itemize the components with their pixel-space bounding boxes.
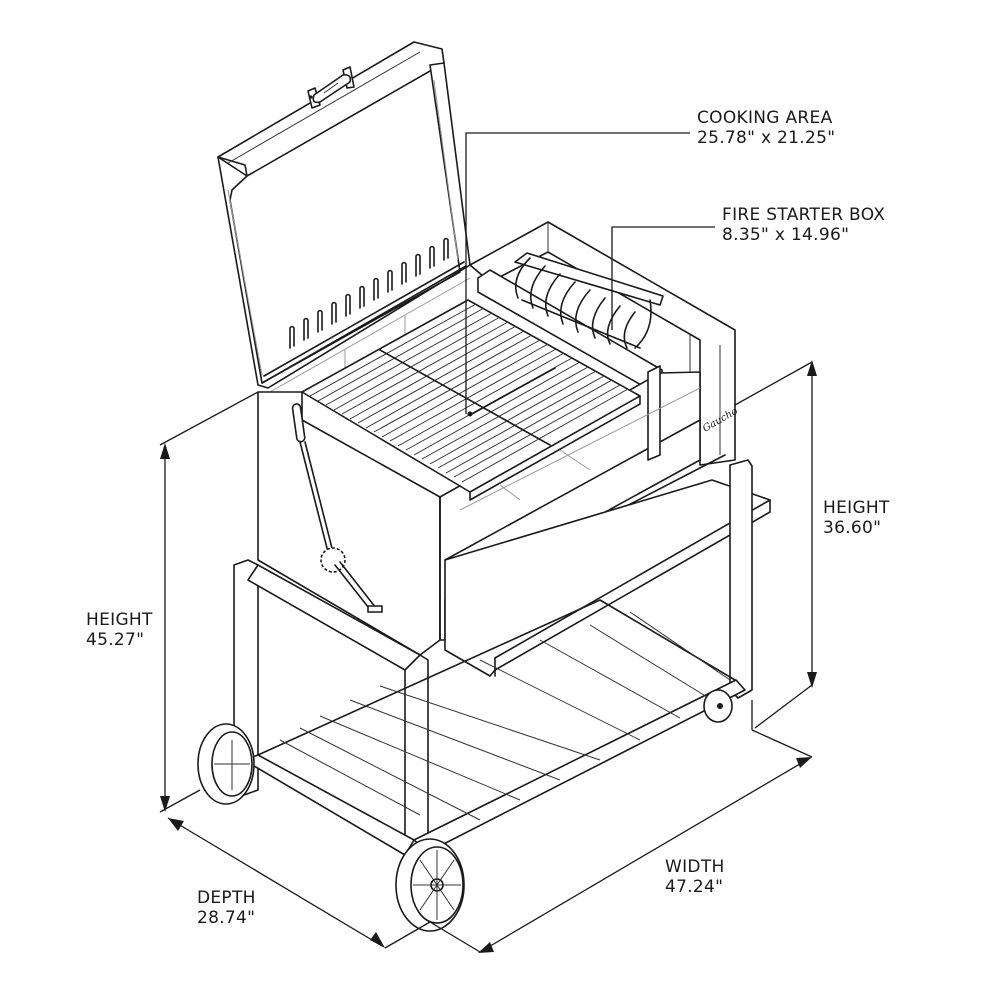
- height-total-callout: HEIGHT 45.27": [86, 610, 153, 650]
- dimension-lines: [159, 132, 817, 953]
- fire-starter-box-value: 8.35" x 14.96": [722, 225, 850, 245]
- skewer-pins-icon: [289, 237, 449, 349]
- width-value: 47.24": [665, 877, 724, 897]
- wheel-front-icon: [395, 838, 465, 932]
- wheel-back-right-icon: [703, 689, 733, 723]
- wheel-back-left-icon: [197, 723, 255, 805]
- back-wall: [269, 221, 736, 466]
- cooking-area-value: 25.78" x 21.25": [697, 128, 836, 148]
- depth-title: DEPTH: [197, 888, 256, 908]
- height-grate-callout: HEIGHT 36.60": [823, 498, 890, 538]
- side-shelf-icon: [444, 479, 771, 677]
- width-title: WIDTH: [665, 857, 725, 877]
- fire-starter-box-callout: FIRE STARTER BOX 8.35" x 14.96": [722, 205, 885, 245]
- depth-value: 28.74": [197, 908, 256, 928]
- lid-handle-icon: [307, 66, 355, 109]
- cooking-area-callout: COOKING AREA 25.78" x 21.25": [697, 108, 835, 148]
- lid: [217, 41, 471, 389]
- width-callout: WIDTH 47.24": [665, 857, 725, 897]
- height-total-title: HEIGHT: [86, 610, 153, 630]
- cooking-grate-icon: [301, 299, 641, 501]
- grate-crank-icon: [291, 403, 383, 613]
- height-grate-value: 36.60": [823, 518, 882, 538]
- height-total-value: 45.27": [86, 630, 145, 650]
- depth-callout: DEPTH 28.74": [197, 888, 256, 928]
- height-grate-title: HEIGHT: [823, 498, 890, 518]
- fire-starter-box-title: FIRE STARTER BOX: [722, 205, 886, 225]
- cooking-area-title: COOKING AREA: [697, 108, 833, 128]
